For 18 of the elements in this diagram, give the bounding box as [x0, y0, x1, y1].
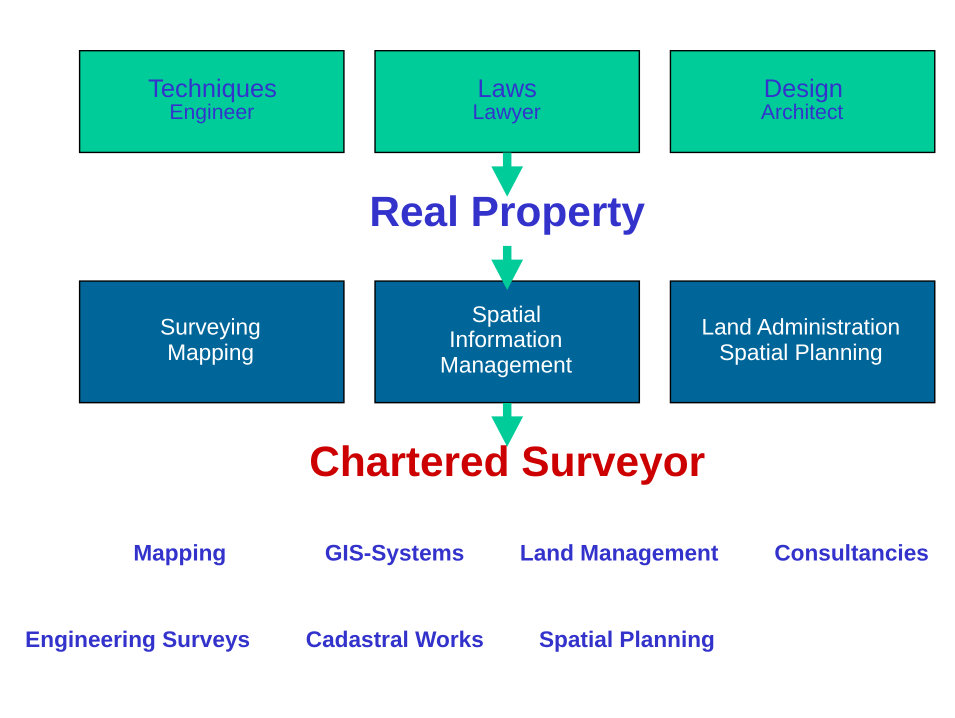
label: Spatial Planning [538, 626, 715, 652]
node-text: Chartered Surveyor [309, 438, 706, 485]
node-box: Laws Lawyer [374, 49, 640, 153]
label: Engineering Surveys [25, 626, 250, 652]
node-box: Spatial Information Management [374, 280, 640, 403]
arrow [491, 152, 524, 196]
node-box: Techniques Engineer [78, 49, 345, 153]
label: GIS-Systems [324, 540, 464, 566]
node-box: Surveying Mapping [78, 280, 345, 403]
arrow [491, 245, 524, 290]
arrow [491, 402, 524, 446]
label: Mapping [133, 540, 226, 566]
label: Cadastral Works [306, 626, 484, 652]
node-box: Land Administration Spatial Planning [670, 280, 936, 403]
label: Land Management [520, 540, 718, 566]
node-text: Real Property [369, 187, 646, 234]
node-box: Design Architect [670, 49, 936, 153]
label: Consultancies [774, 540, 929, 566]
